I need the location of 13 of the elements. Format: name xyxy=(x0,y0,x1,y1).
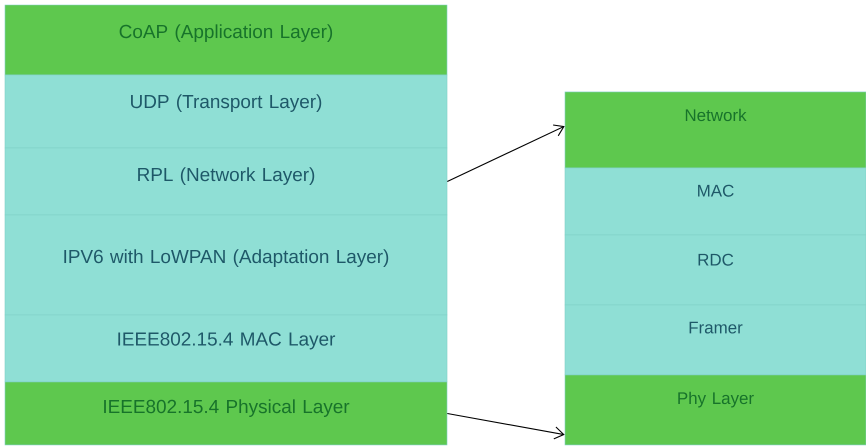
layer-box: RDC xyxy=(564,234,866,306)
layer-box: UDP (Transport Layer) xyxy=(4,74,448,148)
layer-box: Network xyxy=(564,92,866,168)
layer-box: Framer xyxy=(564,304,866,376)
layer-box: Phy Layer xyxy=(564,374,866,446)
layer-box: IEEE802.15.4 Physical Layer xyxy=(4,382,448,446)
layer-box: MAC xyxy=(564,168,866,236)
arrow xyxy=(447,412,565,440)
layer-box: IPV6 with LoWPAN (Adaptation Layer) xyxy=(4,214,448,316)
layer-box: CoAP (Application Layer) xyxy=(4,4,448,76)
layer-box: RPL (Network Layer) xyxy=(4,148,448,216)
arrow xyxy=(447,124,565,182)
layer-box: IEEE802.15.4 MAC Layer xyxy=(4,314,448,382)
